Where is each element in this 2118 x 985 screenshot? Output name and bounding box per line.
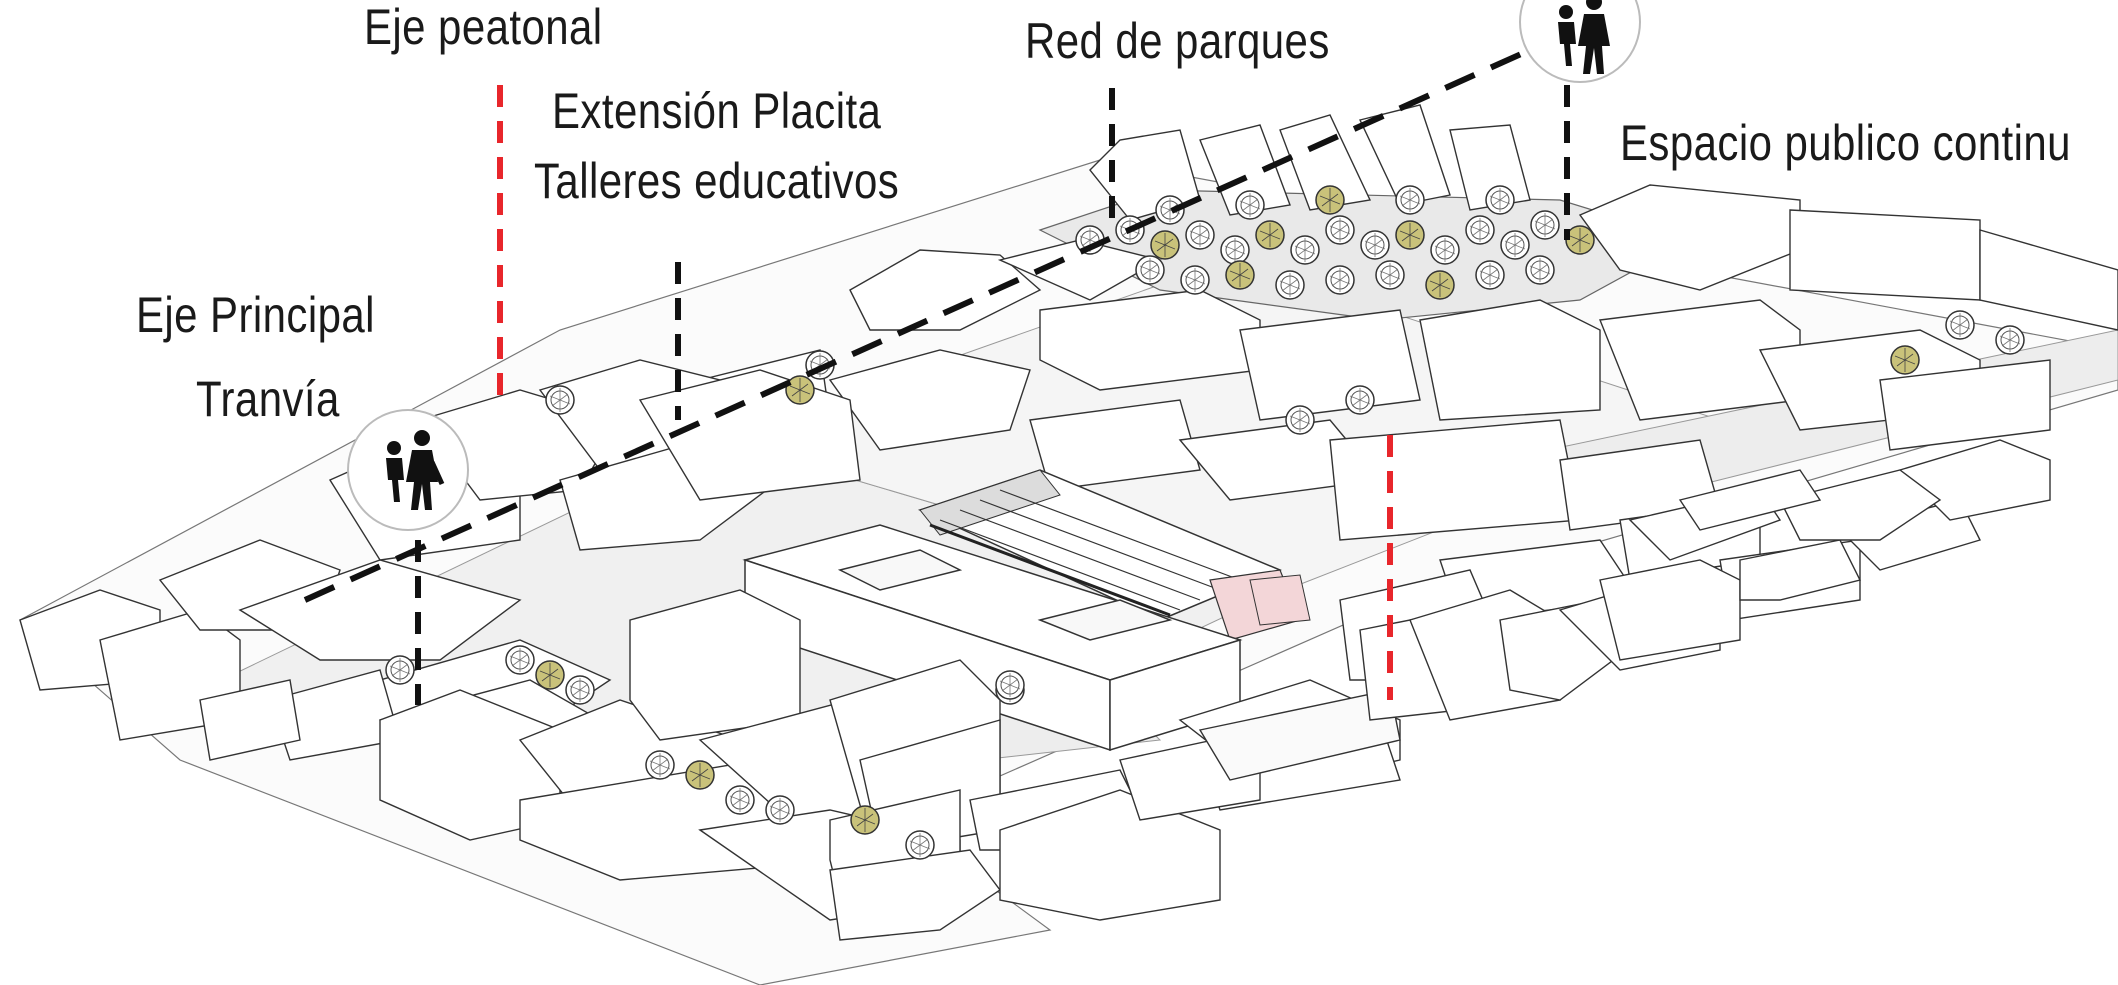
label-talleres-educativos: Talleres educativos <box>534 153 900 209</box>
tram-station <box>917 469 1311 641</box>
label-espacio-publico: Espacio publico continu <box>1620 115 2071 171</box>
buildings-top <box>849 104 2118 331</box>
buildings-left <box>19 359 861 791</box>
label-red-de-parques: Red de parques <box>1025 13 1330 69</box>
label-tranvia: Tranvía <box>196 371 340 427</box>
tram-axis-line <box>303 47 1532 603</box>
pedestrian-icon <box>1519 0 1641 83</box>
pedestrian-icon <box>347 409 469 531</box>
label-eje-principal: Eje Principal <box>136 287 375 343</box>
annotation-lines <box>303 47 1570 705</box>
label-extension-placita: Extensión Placita <box>552 83 882 139</box>
buildings-right <box>1339 439 2051 721</box>
buildings-front <box>379 589 1401 941</box>
label-eje-peatonal: Eje peatonal <box>364 0 603 55</box>
